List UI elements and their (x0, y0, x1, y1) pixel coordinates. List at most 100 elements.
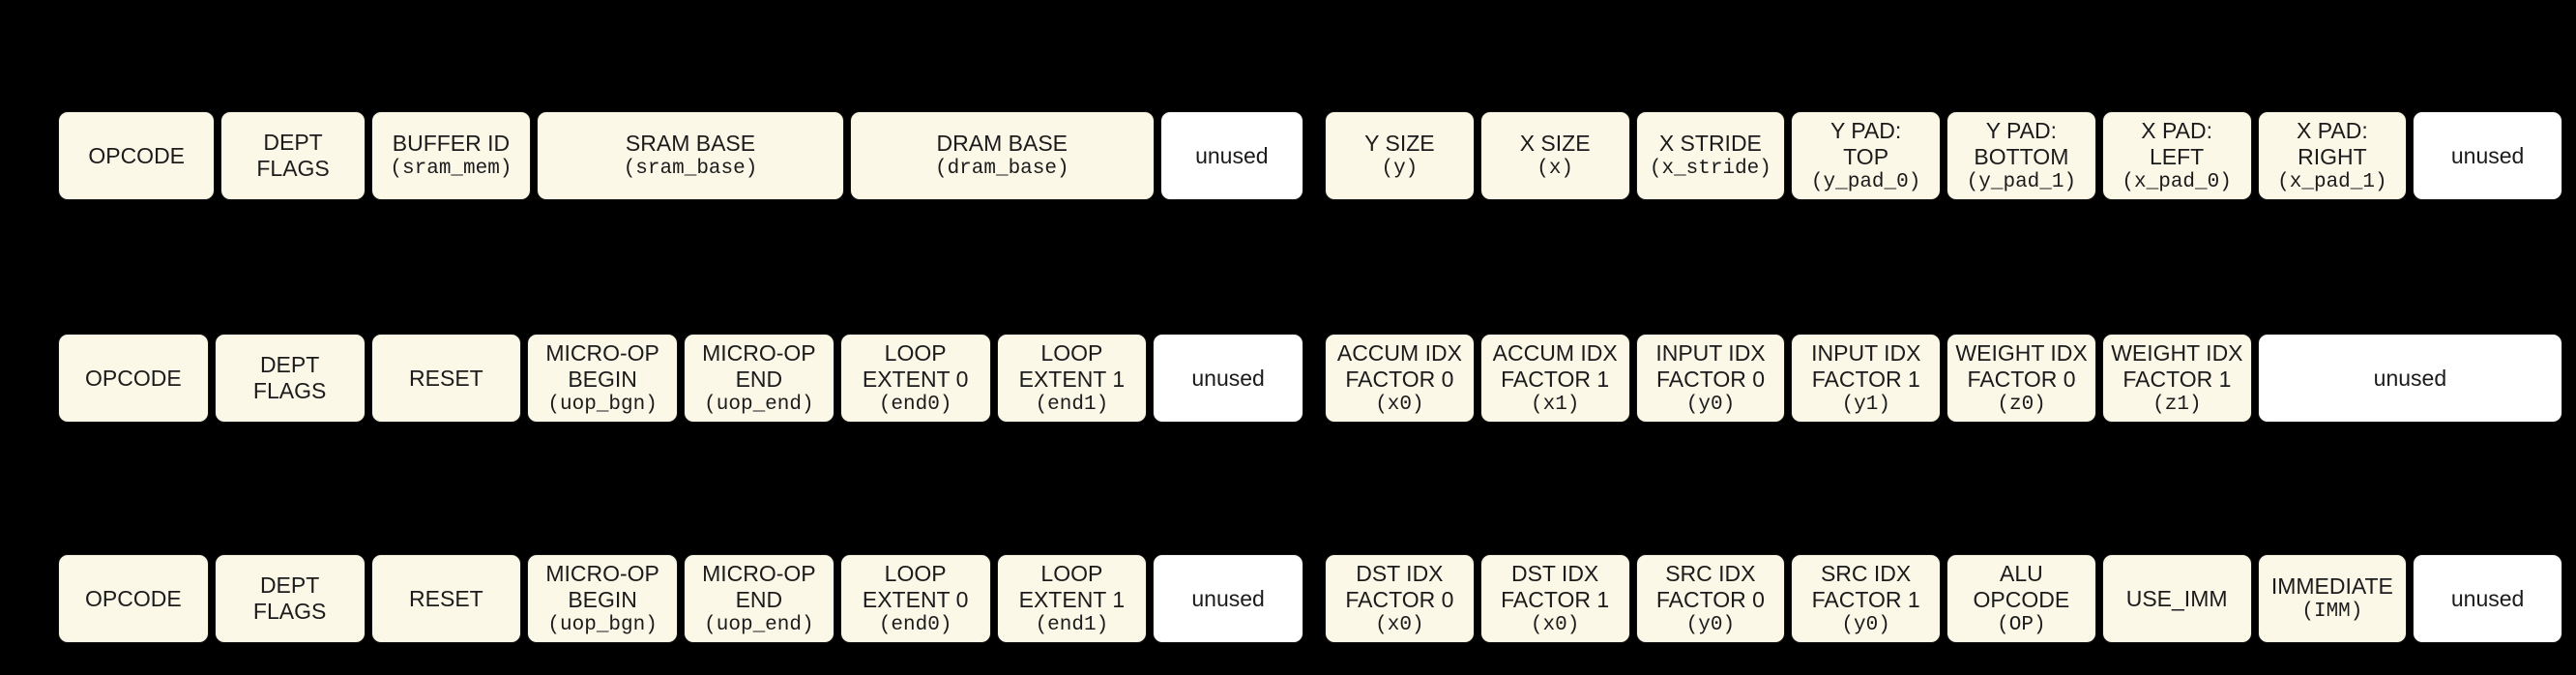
field-micro-op-begin: MICRO-OP BEGIN (uop_bgn) (527, 554, 678, 643)
field-micro-op-end: MICRO-OP END (uop_end) (684, 334, 834, 423)
field-label: RESET (409, 585, 483, 611)
field-label: LOOP EXTENT 1 (1018, 339, 1126, 392)
field-opcode: OPCODE (58, 111, 216, 200)
field-unused: unused (1153, 554, 1303, 643)
field-label: SRC IDX FACTOR 0 (1655, 560, 1765, 612)
field-label: INPUT IDX FACTOR 0 (1655, 339, 1766, 392)
field-y-pad-bottom: Y PAD: BOTTOM (y_pad_1) (1947, 111, 2096, 200)
field-dst-idx-factor-1: DST IDX FACTOR 1 (x0) (1479, 554, 1630, 643)
field-label: LOOP EXTENT 0 (862, 339, 969, 392)
field-label: DEPT FLAGS (252, 572, 327, 624)
field-y-pad-top: Y PAD: TOP (y_pad_0) (1791, 111, 1941, 200)
field-input-idx-factor-1: INPUT IDX FACTOR 1 (y1) (1791, 334, 1942, 423)
field-label: X SIZE (1519, 131, 1591, 156)
field-label: Y SIZE (1364, 131, 1435, 156)
instruction-format-row-3: OPCODE DEPT FLAGS RESET MICRO-OP BEGIN (… (0, 554, 2576, 643)
field-label: OPCODE (85, 585, 182, 611)
field-sublabel: (y1) (1841, 393, 1890, 416)
field-y-size: Y SIZE (y) (1325, 111, 1475, 200)
field-src-idx-factor-0: SRC IDX FACTOR 0 (y0) (1635, 554, 1786, 643)
field-sublabel: (end1) (1035, 393, 1109, 416)
field-label: ACCUM IDX FACTOR 1 (1492, 339, 1618, 392)
field-use-imm: USE_IMM (2101, 554, 2252, 643)
field-sublabel: (sram_mem) (390, 158, 512, 180)
field-sublabel: (y_pad_1) (1966, 170, 2077, 193)
field-label: BUFFER ID (392, 131, 511, 156)
field-opcode: OPCODE (58, 334, 209, 423)
field-dept-flags: DEPT FLAGS (220, 111, 366, 200)
field-label: DEPT FLAGS (252, 352, 327, 403)
field-weight-idx-factor-0: WEIGHT IDX FACTOR 0 (z0) (1947, 334, 2096, 423)
field-label: SRC IDX FACTOR 1 (1811, 560, 1920, 612)
field-unused: unused (1159, 111, 1304, 200)
field-opcode: OPCODE (58, 554, 209, 643)
field-loop-extent-1: LOOP EXTENT 1 (end1) (996, 334, 1148, 423)
field-unused: unused (2413, 111, 2562, 200)
field-loop-extent-1: LOOP EXTENT 1 (end1) (996, 554, 1148, 643)
field-label: unused (2373, 365, 2447, 391)
field-x-stride: X STRIDE (x_stride) (1635, 111, 1786, 200)
field-sublabel: (x_stride) (1649, 158, 1771, 180)
field-dept-flags: DEPT FLAGS (214, 554, 366, 643)
row-3-right-block: DST IDX FACTOR 0 (x0) DST IDX FACTOR 1 (… (1325, 554, 2562, 643)
field-alu-opcode: ALU OPCODE (OP) (1947, 554, 2096, 643)
field-sublabel: (sram_base) (623, 158, 758, 180)
field-label: Y PAD: TOP (1830, 117, 1902, 169)
field-sublabel: (y0) (1685, 393, 1736, 416)
instruction-format-row-2: OPCODE DEPT FLAGS RESET MICRO-OP BEGIN (… (0, 334, 2576, 423)
field-reset: RESET (370, 554, 522, 643)
field-label: LOOP EXTENT 0 (862, 560, 969, 612)
field-sublabel: (z1) (2152, 393, 2202, 416)
field-label: X PAD: RIGHT (2297, 117, 2368, 169)
field-label: WEIGHT IDX FACTOR 0 (1955, 339, 2088, 392)
field-label: MICRO-OP BEGIN (545, 560, 659, 612)
field-label: WEIGHT IDX FACTOR 1 (2111, 339, 2243, 392)
row-3-left-block: OPCODE DEPT FLAGS RESET MICRO-OP BEGIN (… (58, 554, 1303, 643)
field-label: MICRO-OP END (702, 339, 816, 392)
field-sublabel: (x0) (1375, 393, 1424, 416)
field-sublabel: (x) (1537, 158, 1574, 180)
field-input-idx-factor-0: INPUT IDX FACTOR 0 (y0) (1635, 334, 1786, 423)
field-sublabel: (uop_bgn) (547, 613, 658, 636)
field-unused: unused (2257, 334, 2563, 423)
field-sublabel: (end0) (878, 393, 952, 416)
field-micro-op-end: MICRO-OP END (uop_end) (684, 554, 834, 643)
field-reset: RESET (370, 334, 522, 423)
field-sublabel: (OP) (1997, 613, 2046, 636)
field-sublabel: (y0) (1841, 613, 1890, 636)
field-x-size: X SIZE (x) (1479, 111, 1630, 200)
field-x-pad-right: X PAD: RIGHT (x_pad_1) (2257, 111, 2408, 200)
field-label: IMMEDIATE (2270, 573, 2393, 599)
field-label: X PAD: LEFT (2141, 117, 2212, 169)
field-label: USE_IMM (2125, 585, 2228, 611)
field-dept-flags: DEPT FLAGS (214, 334, 366, 423)
field-label: DRAM BASE (936, 131, 1068, 156)
instruction-format-row-1: OPCODE DEPT FLAGS BUFFER ID (sram_mem) S… (0, 111, 2576, 200)
field-label: Y PAD: BOTTOM (1974, 117, 2069, 169)
field-sublabel: (uop_bgn) (547, 393, 658, 416)
field-loop-extent-0: LOOP EXTENT 0 (end0) (839, 554, 991, 643)
field-label: RESET (409, 365, 483, 391)
field-label: DEPT FLAGS (256, 130, 330, 181)
field-label: unused (1195, 142, 1269, 168)
field-src-idx-factor-1: SRC IDX FACTOR 1 (y0) (1791, 554, 1941, 643)
field-micro-op-begin: MICRO-OP BEGIN (uop_bgn) (527, 334, 678, 423)
field-sublabel: (uop_end) (704, 613, 814, 636)
field-sublabel: (uop_end) (704, 393, 814, 416)
row-1-right-block: Y SIZE (y) X SIZE (x) X STRIDE (x_stride… (1325, 111, 2562, 200)
field-label: DST IDX FACTOR 1 (1501, 560, 1610, 612)
field-label: X STRIDE (1658, 131, 1762, 156)
field-dst-idx-factor-0: DST IDX FACTOR 0 (x0) (1325, 554, 1475, 643)
field-sram-base: SRAM BASE (sram_base) (537, 111, 844, 200)
field-label: LOOP EXTENT 1 (1018, 560, 1126, 612)
field-sublabel: (end1) (1035, 613, 1109, 636)
field-label: MICRO-OP BEGIN (545, 339, 659, 392)
field-sublabel: (y_pad_0) (1810, 170, 1921, 193)
field-sublabel: (IMM) (2301, 601, 2363, 623)
field-label: OPCODE (85, 365, 182, 391)
row-2-left-block: OPCODE DEPT FLAGS RESET MICRO-OP BEGIN (… (58, 334, 1303, 423)
field-unused: unused (1153, 334, 1303, 423)
field-dram-base: DRAM BASE (dram_base) (849, 111, 1155, 200)
field-label: unused (2450, 142, 2525, 168)
